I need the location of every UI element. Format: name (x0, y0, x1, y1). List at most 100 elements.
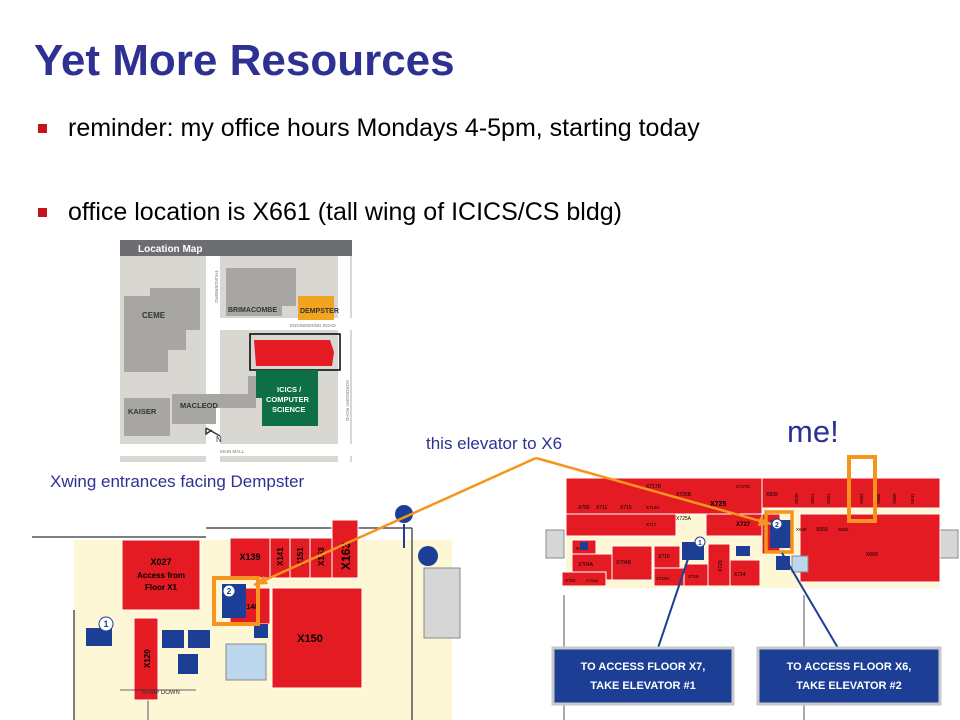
room-x660-block (799, 513, 941, 583)
me-label: me! (787, 414, 839, 449)
washroom-icon (162, 630, 184, 648)
room-label: X704B (616, 560, 632, 566)
accessible-washroom-icon (225, 643, 267, 681)
icics-label-line1: ICICS / (277, 385, 302, 394)
elevator-number: 2 (775, 522, 779, 529)
ceme-building (124, 288, 200, 372)
floor-x7-top-rooms (565, 477, 763, 515)
wheelchair-icon (254, 624, 268, 638)
xwing-building (254, 340, 334, 366)
xwing-caption: Xwing entrances facing Dempster (50, 472, 305, 491)
room-block (565, 513, 677, 537)
dempster-building (298, 296, 334, 320)
slide-title: Yet More Resources (34, 36, 455, 85)
room-label: X724 (734, 572, 746, 578)
room-x027-label: Floor X1 (145, 583, 178, 592)
elevator-number-badge (771, 518, 783, 530)
floor-x7-plan: X709 X711 X715 X717B X725B X725 X727D X8… (545, 455, 959, 720)
floor-x1-stairs (423, 567, 461, 639)
room-x704b (611, 545, 653, 581)
room-label: X163 (339, 542, 353, 570)
macleod-building (172, 376, 256, 424)
sign-x7-line1: TO ACCESS FLOOR X7, (581, 661, 706, 673)
brimacombe-building (226, 268, 296, 316)
room-label: X151 (296, 547, 305, 566)
room-label: X711 (596, 505, 608, 511)
floor-x7-stairs (939, 529, 959, 559)
phone-icon (418, 546, 438, 566)
room-label: X150 (297, 633, 323, 645)
ramp-label: RAMP DOWN (142, 690, 180, 696)
room-x139 (229, 537, 271, 579)
room-label: X710A (656, 576, 670, 581)
bullet-list: reminder: my office hours Mondays 4-5pm,… (38, 108, 700, 232)
floor-x1-plan: X027 Access from Floor X1 X139 X141 X151… (32, 505, 461, 720)
room-label: X652 (838, 527, 849, 532)
location-map: Location Map ENGINEERING ROAD MAIN MALL … (120, 240, 352, 462)
washroom-icon (580, 542, 588, 550)
map-header: Location Map (138, 244, 202, 255)
bullet-marker-icon (38, 208, 47, 217)
room-label: X715 (620, 505, 632, 511)
bullet-office-location: office location is X661 (tall wing of IC… (38, 192, 700, 232)
engineering-road (206, 318, 352, 330)
room-label: X841 (910, 493, 915, 504)
main-mall (120, 444, 352, 456)
dempster-label: DEMPSTER (300, 308, 339, 315)
room-label: X839 (794, 493, 799, 504)
brimacombe-label: BRIMACOMBE (228, 307, 277, 314)
sign-pointer-line (657, 552, 691, 649)
room-label: X141 (276, 547, 285, 566)
sign-floor-x6 (756, 646, 942, 706)
room-label: X713A (646, 505, 660, 510)
room-label: X702 (565, 578, 576, 583)
room-label: X710 (658, 554, 670, 560)
elevator-number-badge (222, 584, 236, 598)
room-x120 (133, 617, 159, 701)
bullet-text: office location is X661 (tall wing of IC… (68, 198, 622, 226)
room-label: X669 (892, 493, 897, 504)
agronomy-road-label: AGRONOMY ROAD (345, 380, 350, 422)
room-label: X725B (676, 492, 692, 498)
connector-arrowhead-icon (254, 576, 268, 585)
room-label: X703A (586, 578, 598, 583)
kaiser-label: KAISER (128, 407, 157, 416)
west-road-label: THUNDERBIRD (214, 270, 219, 304)
connector-line (253, 456, 537, 587)
room-label: X650 (816, 527, 828, 533)
room-label: X139 (239, 552, 260, 562)
icics-label-line3: SCIENCE (272, 405, 305, 414)
icics-label-line2: COMPUTER (266, 395, 310, 404)
office-x661-highlight-box (847, 455, 877, 523)
connector-arrowhead-icon (758, 517, 771, 526)
room-label: X660 (866, 552, 878, 558)
room-x724 (729, 559, 761, 587)
room-label: X727 (736, 522, 751, 528)
elevator-highlight-box-x6 (764, 510, 794, 554)
room-label: X717 (646, 522, 657, 527)
sign-x6-line2: TAKE ELEVATOR #2 (796, 680, 902, 692)
room-label: X153 (317, 547, 326, 566)
accessible-washroom-icon (791, 555, 809, 573)
room-label: X717B (646, 484, 662, 490)
elevator-1-icon (86, 628, 112, 646)
engineering-road-label: ENGINEERING ROAD (290, 323, 337, 328)
bullet-office-hours: reminder: my office hours Mondays 4-5pm,… (38, 108, 700, 148)
wheelchair-icon (178, 654, 198, 674)
sign-floor-x7 (551, 646, 735, 706)
room-label: X140 (242, 604, 258, 611)
room-label: X720 (718, 560, 724, 572)
main-mall-label: MAIN MALL (220, 449, 245, 454)
room-label: X651 (810, 493, 815, 504)
room-label: X120 (143, 649, 152, 668)
floor-x7-stairs (545, 529, 565, 559)
ceme-label: CEME (142, 311, 166, 320)
room-label: X718 (688, 574, 699, 579)
elevator-number: 1 (103, 619, 108, 629)
map-header-bar (120, 240, 352, 256)
icics-building (256, 370, 318, 426)
washroom-icon (736, 546, 750, 556)
sign-x6-line1: TO ACCESS FLOOR X6, (787, 661, 912, 673)
room-label: X648 (796, 527, 807, 532)
